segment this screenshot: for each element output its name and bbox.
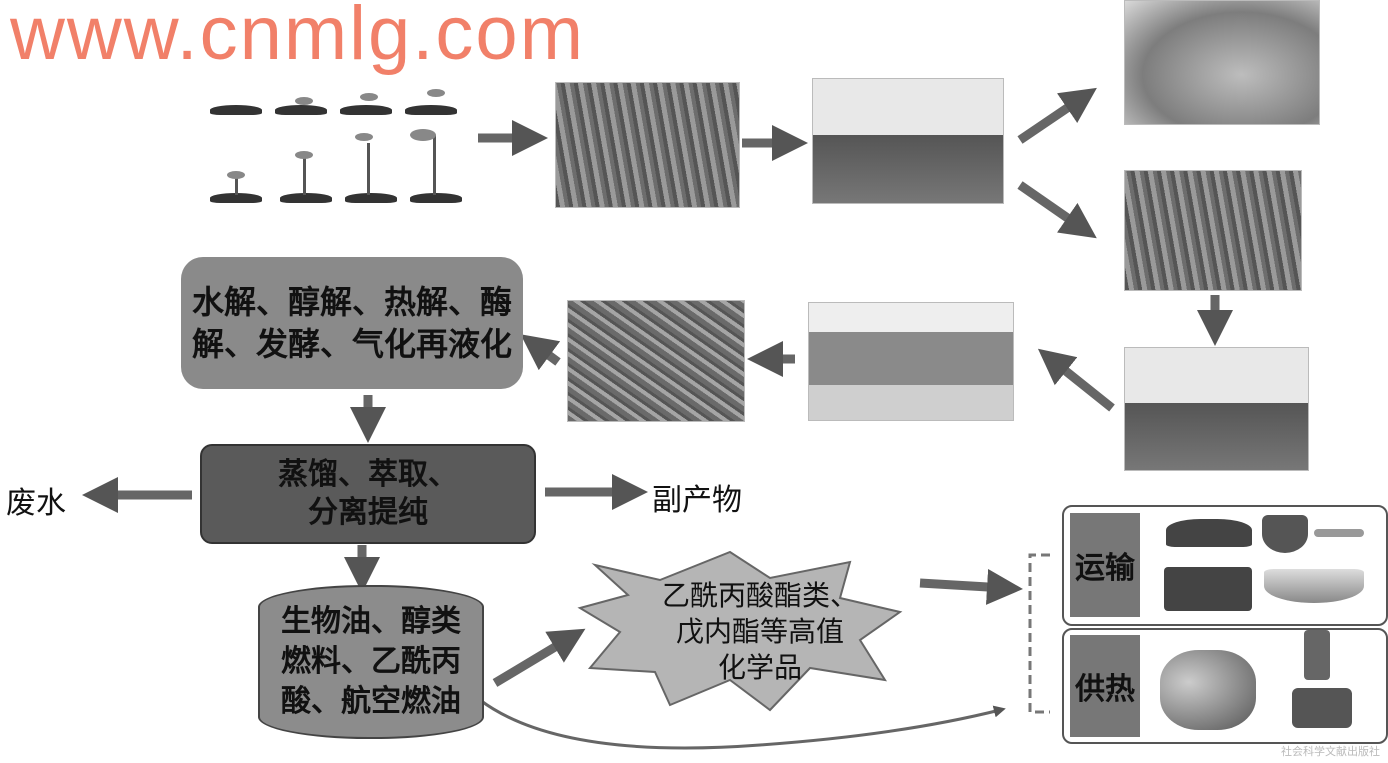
- chemicals-line-3: 化学品: [717, 651, 802, 684]
- watermark-text: www.cnmlg.com: [10, 0, 585, 76]
- heating-label: 供热: [1075, 672, 1135, 707]
- burner-base-icon: [1292, 688, 1352, 728]
- separation-line-1: 蒸馏、萃取、: [278, 457, 458, 492]
- truck-icon: [1164, 567, 1252, 611]
- truck-transport-photo: [808, 302, 1014, 421]
- ship-icon: [1264, 569, 1364, 603]
- separation-line-2: 分离提纯: [308, 495, 428, 530]
- conversion-process-box: 水解、醇解、热解、酶解、发酵、气化再液化: [181, 257, 523, 389]
- burner-icon: [1304, 630, 1330, 680]
- corn-cobs-photo: [1124, 0, 1320, 125]
- car-icon: [1166, 519, 1252, 547]
- transport-label: 运输: [1075, 551, 1135, 586]
- byproduct-label: 副产物: [652, 483, 742, 518]
- biomass-pellets-photo: [567, 300, 745, 422]
- separation-box: 蒸馏、萃取、 分离提纯: [200, 444, 536, 544]
- chemicals-label: 乙酰丙酸酯类、 戊内酯等高值 化学品: [640, 572, 880, 692]
- corn-stover-pile-photo: [1124, 170, 1302, 291]
- transport-tab: 运输: [1070, 513, 1140, 617]
- products-line-3: 酸、航空燃油: [281, 684, 461, 719]
- chemicals-line-1: 乙酰丙酸酯类、: [661, 579, 858, 612]
- conversion-process-label: 水解、醇解、热解、酶解、发酵、气化再液化: [191, 283, 512, 363]
- tractor-icon: [1262, 515, 1308, 553]
- boiler-icon: [1160, 650, 1256, 730]
- products-cylinder: 生物油、醇类 燃料、乙酰丙 酸、航空燃油: [258, 585, 484, 739]
- chemicals-starburst: [577, 550, 903, 712]
- products-line-1: 生物油、醇类: [281, 604, 461, 639]
- transport-panel: 运输: [1062, 505, 1388, 626]
- hay-bale-field-photo: [1124, 347, 1309, 471]
- cornfield-photo: [555, 82, 740, 208]
- heating-tab: 供热: [1070, 635, 1140, 737]
- harvester-photo: [812, 78, 1004, 204]
- airplane-icon: [1314, 529, 1364, 537]
- waste-water-label: 废水: [6, 486, 66, 521]
- publisher-watermark: 社会科学文献出版社: [1281, 745, 1380, 758]
- products-line-2: 燃料、乙酰丙: [281, 644, 461, 679]
- heating-panel: 供热: [1062, 628, 1388, 744]
- chemicals-line-2: 戊内酯等高值: [675, 615, 844, 648]
- seedling-growth-illustration: [205, 85, 465, 210]
